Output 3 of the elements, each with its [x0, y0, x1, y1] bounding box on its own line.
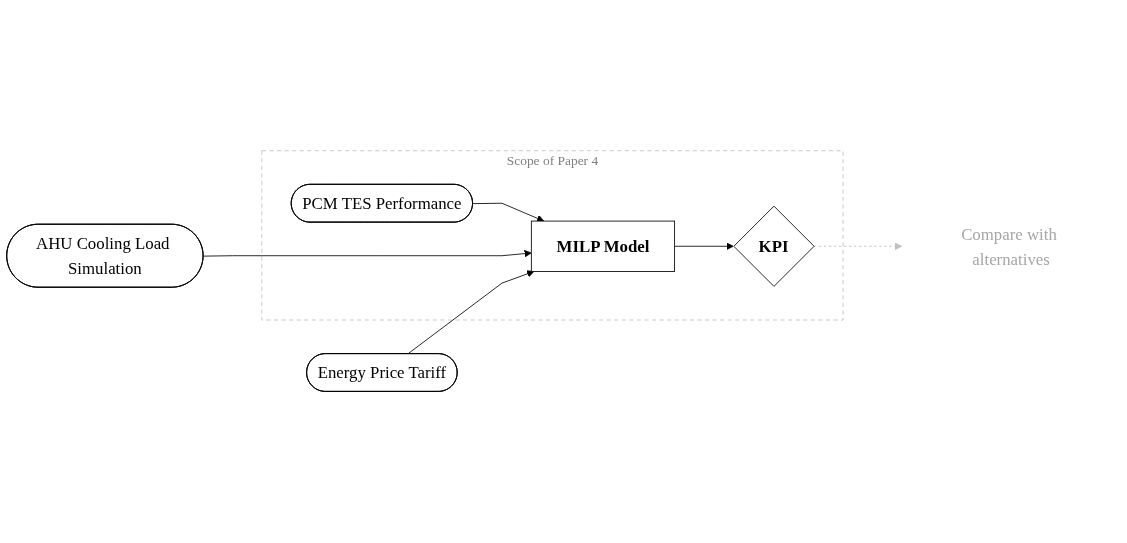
- node-text: Compare with alternatives: [961, 224, 1057, 269]
- node-diamond: KPI: [733, 206, 815, 288]
- node-box: MILP Model: [530, 221, 675, 273]
